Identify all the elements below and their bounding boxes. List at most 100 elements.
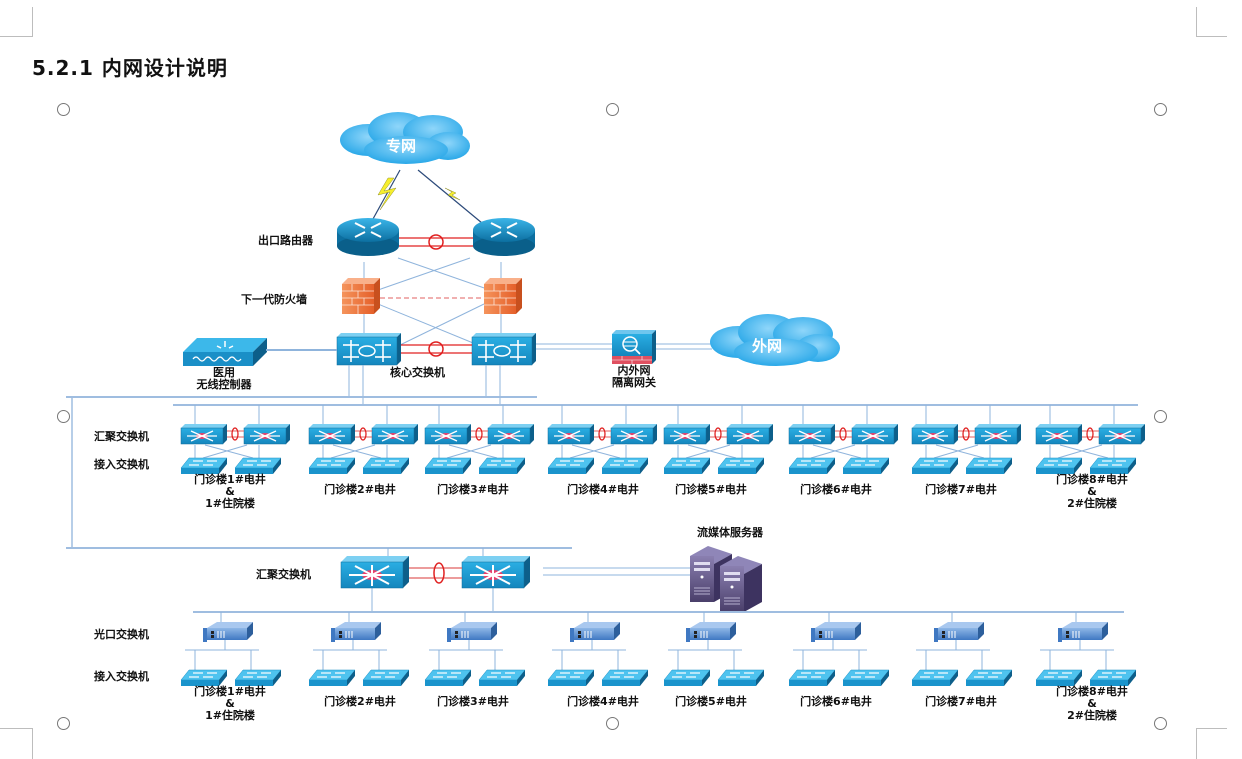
router-right[interactable] (472, 217, 536, 257)
lower-aggregation-switch-right[interactable] (461, 555, 531, 589)
access-switch[interactable] (965, 457, 1013, 475)
building-caption-line: & (1087, 697, 1097, 710)
access-switch[interactable] (424, 457, 472, 475)
lower-building-group (788, 612, 890, 687)
optical-switch-label: 光口交换机 (94, 628, 149, 641)
page-corner-top-left (0, 7, 33, 37)
core-switch-left[interactable] (336, 332, 402, 366)
isolation-gateway[interactable] (611, 329, 657, 365)
access-switch[interactable] (180, 669, 228, 687)
aggregation-switch[interactable] (788, 423, 836, 445)
upper-building-group (180, 405, 291, 475)
aggregation-switch[interactable] (547, 423, 595, 445)
lower-group-links (916, 612, 990, 670)
building-caption-line: 门诊楼6#电井 (800, 695, 872, 708)
optical-switch[interactable] (933, 621, 985, 643)
core-switch-right[interactable] (471, 332, 537, 366)
access-switch[interactable] (308, 669, 356, 687)
access-switch[interactable] (1035, 669, 1083, 687)
isolation-gateway-label: 内外网 隔离网关 (594, 365, 674, 389)
access-switch[interactable] (478, 669, 526, 687)
access-switch[interactable] (788, 457, 836, 475)
wireless-controller-label-line2: 无线控制器 (196, 378, 252, 391)
access-switch[interactable] (911, 457, 959, 475)
access-switch[interactable] (788, 669, 836, 687)
access-switch[interactable] (663, 457, 711, 475)
optical-switch[interactable] (1057, 621, 1109, 643)
lower-aggregation-switch-left[interactable] (340, 555, 410, 589)
access-switch[interactable] (362, 669, 410, 687)
external-network-label: 外网 (751, 337, 782, 355)
access-switch[interactable] (663, 669, 711, 687)
optical-switch[interactable] (446, 621, 498, 643)
aggregation-switch[interactable] (243, 423, 291, 445)
aggregation-switch[interactable] (308, 423, 356, 445)
aggregation-switch[interactable] (610, 423, 658, 445)
access-switch[interactable] (717, 669, 765, 687)
private-network-label: 专网 (386, 137, 416, 155)
aggregation-switch[interactable] (851, 423, 899, 445)
upper-building-group (1035, 405, 1146, 475)
firewall-right[interactable] (483, 277, 523, 315)
resize-handle-bottom-center[interactable] (606, 717, 619, 730)
optical-switch[interactable] (810, 621, 862, 643)
aggregation-switch[interactable] (663, 423, 711, 445)
access-switch[interactable] (362, 457, 410, 475)
access-switch[interactable] (842, 669, 890, 687)
building-caption: 门诊楼2#电井 (300, 484, 420, 496)
resize-handle-top-center[interactable] (606, 103, 619, 116)
resize-handle-middle-right[interactable] (1154, 410, 1167, 423)
access-switch[interactable] (911, 669, 959, 687)
aggregation-switch[interactable] (974, 423, 1022, 445)
optical-switch[interactable] (685, 621, 737, 643)
optical-switch[interactable] (569, 621, 621, 643)
access-switch[interactable] (547, 669, 595, 687)
aggregation-switch[interactable] (1035, 423, 1083, 445)
building-caption: 门诊楼6#电井 (776, 484, 896, 496)
access-switch[interactable] (234, 457, 282, 475)
upper-group-links (1049, 405, 1115, 459)
upper-aggregation-block (180, 405, 1146, 475)
aggregation-switch[interactable] (911, 423, 959, 445)
isolation-gateway-label-line1: 内外网 (617, 364, 651, 377)
access-switch[interactable] (424, 669, 472, 687)
resize-handle-bottom-left[interactable] (57, 717, 70, 730)
router-left[interactable] (336, 217, 400, 257)
access-switch[interactable] (1089, 669, 1137, 687)
optical-switch[interactable] (330, 621, 382, 643)
access-switch[interactable] (842, 457, 890, 475)
access-switch[interactable] (965, 669, 1013, 687)
wireless-controller[interactable] (182, 337, 268, 367)
lower-building-group (1035, 612, 1137, 687)
aggregation-switch[interactable] (726, 423, 774, 445)
resize-handle-top-right[interactable] (1154, 103, 1167, 116)
upper-building-group (911, 405, 1022, 475)
lower-access-label: 接入交换机 (94, 670, 149, 683)
access-switch[interactable] (478, 457, 526, 475)
access-switch[interactable] (308, 457, 356, 475)
access-switch[interactable] (547, 457, 595, 475)
access-switch[interactable] (601, 457, 649, 475)
aggregation-switch[interactable] (424, 423, 472, 445)
aggregation-switch[interactable] (487, 423, 535, 445)
access-switch[interactable] (717, 457, 765, 475)
lower-group-links (185, 612, 259, 670)
access-switch[interactable] (601, 669, 649, 687)
backbone-bus (66, 396, 1138, 549)
aggregation-lag-link (710, 427, 727, 441)
access-switch[interactable] (180, 457, 228, 475)
optical-switch[interactable] (202, 621, 254, 643)
media-server-2[interactable] (719, 555, 763, 613)
aggregation-switch[interactable] (371, 423, 419, 445)
resize-handle-top-left[interactable] (57, 103, 70, 116)
access-switch[interactable] (1035, 457, 1083, 475)
firewall-left[interactable] (341, 277, 381, 315)
access-switch[interactable] (234, 669, 282, 687)
access-switch[interactable] (1089, 457, 1137, 475)
aggregation-switch[interactable] (1098, 423, 1146, 445)
resize-handle-middle-left[interactable] (57, 410, 70, 423)
building-caption: 门诊楼2#电井 (300, 696, 420, 708)
aggregation-switch[interactable] (180, 423, 228, 445)
resize-handle-bottom-right[interactable] (1154, 717, 1167, 730)
